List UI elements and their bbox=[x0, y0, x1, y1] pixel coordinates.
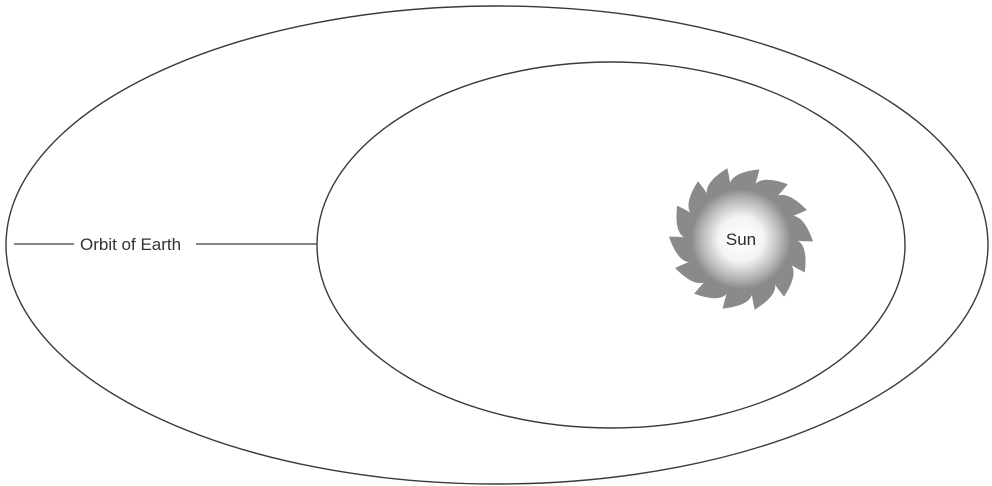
sun-icon: Sun bbox=[669, 168, 813, 309]
orbit-label: Orbit of Earth bbox=[80, 235, 181, 254]
earth-orbit bbox=[317, 62, 905, 428]
sun-label: Sun bbox=[726, 230, 756, 249]
